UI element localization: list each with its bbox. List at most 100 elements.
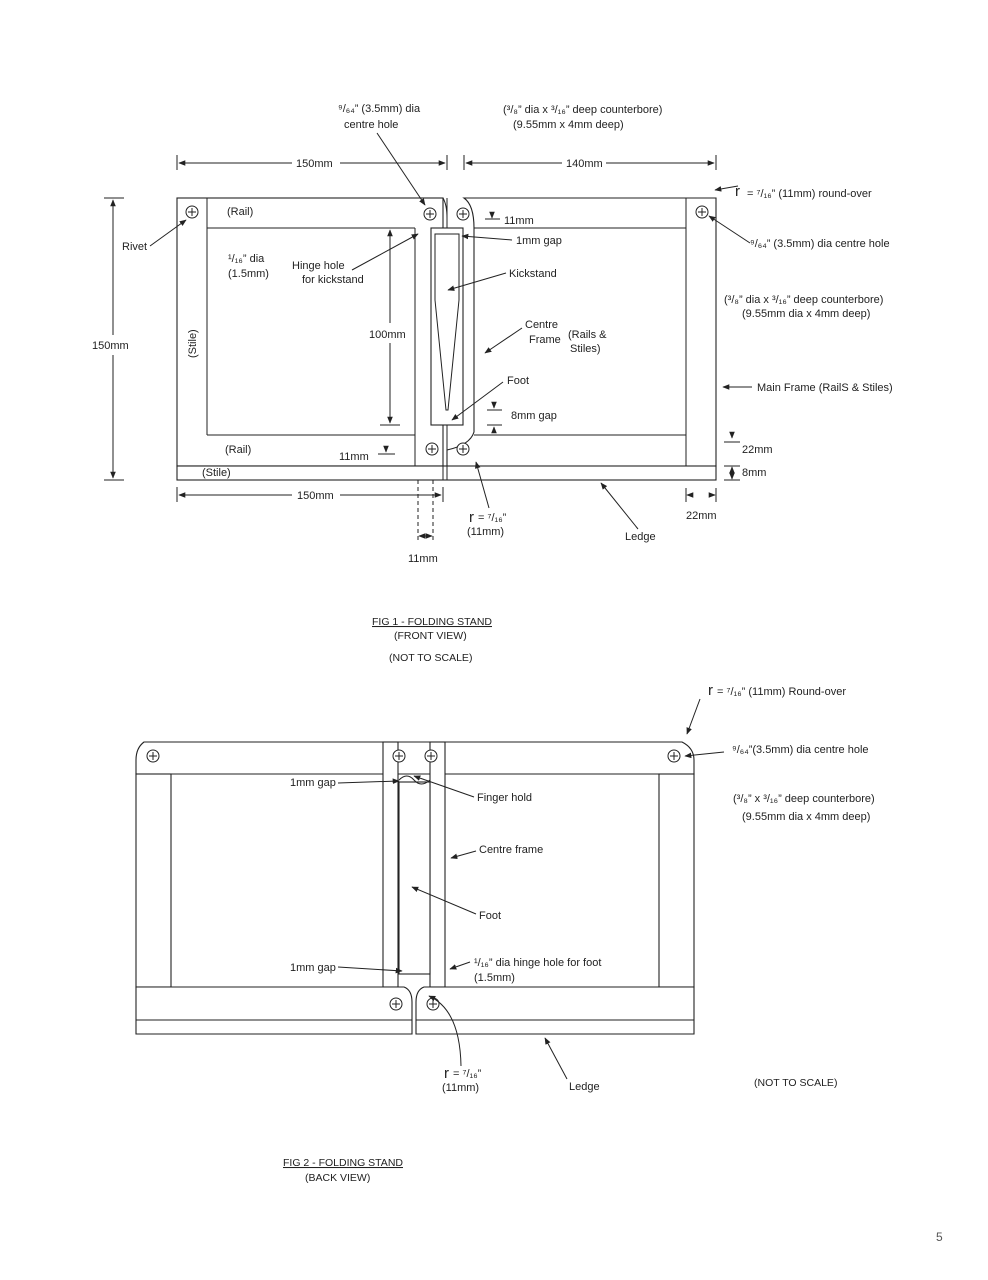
fig1-leader-rivet: [149, 219, 187, 247]
fig2-rivet-centre-a-icon: [392, 749, 406, 763]
fig2-leader-centre-frame: [450, 850, 477, 859]
fig2-bottom-rail-right: [415, 986, 695, 1035]
fig2-label-hinge-foot-1: ¹/₁₆” dia hinge hole for foot: [474, 957, 601, 969]
fig2-leader-centre-hole: [684, 751, 725, 759]
fig1-label-rail-top: (Rail): [227, 206, 253, 218]
fig2-label-counterbore-2: (9.55mm dia x 4mm deep): [742, 811, 870, 823]
fig1-label-rivet: Rivet: [122, 241, 147, 253]
fig2-roundover-text: = ⁷/₁₆” (11mm) Round-over: [717, 686, 846, 698]
fig1-leader-hinge-hole: [351, 233, 419, 271]
fig1-dim-100: 100mm: [369, 329, 406, 341]
fig1-label-centre-frame-1: Centre: [525, 319, 558, 331]
fig1-rivet-top-centre-icon: [423, 207, 437, 221]
fig2-r-mm: (11mm): [442, 1082, 479, 1094]
fig2-label-foot: Foot: [479, 910, 501, 922]
fig2-left-stile: [135, 773, 172, 988]
fig1-rivet-top-right-icon: [695, 205, 709, 219]
fig1-dim-150-bottom: 150mm: [297, 490, 334, 502]
fig2-label-hinge-foot-2: (1.5mm): [474, 972, 515, 984]
fig1-dim-150-left: 150mm: [92, 340, 129, 352]
fig2-leader-gap-bottom: [337, 966, 403, 974]
fig1-kickstand-slot: [430, 227, 464, 426]
fig1-roundover-r: r: [735, 183, 740, 200]
fig1-label-centre-hole-right: ⁹/₆₄” (3.5mm) dia centre hole: [750, 238, 890, 250]
fig1-label-hinge-dia-1: ¹/₁₆” dia: [228, 253, 265, 265]
fig1-label-rail-bottom: (Rail): [225, 444, 251, 456]
fig1-left-section: [176, 197, 444, 467]
fig1-label-centre-frame-2: Frame: [529, 334, 561, 346]
fig1-label-8mm-gap: 8mm gap: [511, 410, 557, 422]
fig1-label-ledge: Ledge: [625, 531, 656, 543]
fig1-r-bottom-r: r: [469, 509, 474, 526]
fig1-rivet-bottom-b-icon: [456, 442, 470, 456]
fig2-centre-frame-left: [382, 741, 399, 988]
fig2-rivet-right-icon: [667, 749, 681, 763]
fig1-r-bottom-text: = ⁷/₁₆”: [478, 512, 507, 524]
fig1-leader-centre-hole: [376, 132, 426, 206]
fig2-rivet-centre-b-icon: [424, 749, 438, 763]
fig1-roundover-top: [442, 197, 448, 219]
fig2-label-counterbore-1: (³/₈” x ³/₁₆” deep counterbore): [733, 793, 875, 805]
fig2-rivet-bottom-a-icon: [389, 997, 403, 1011]
fig1-dim-11-lower: 11mm: [408, 553, 438, 565]
fig2-label-gap-bottom: 1mm gap: [290, 962, 336, 974]
fig1-kickstand: [434, 233, 460, 411]
fig1-leader-kickstand: [447, 272, 507, 291]
fig1-label-main-frame: Main Frame (RailS & Stiles): [757, 382, 893, 394]
fig1-rivet-top-left-icon: [185, 205, 199, 219]
fig2-label-gap-top: 1mm gap: [290, 777, 336, 789]
fig1-rivet-top-right-centre-icon: [456, 207, 470, 221]
fig1-label-1mm-gap: 1mm gap: [516, 235, 562, 247]
fig1-leader-foot: [451, 381, 504, 421]
fig2-roundover-r: r: [708, 682, 713, 699]
fig1-rivet-bottom-a-icon: [425, 442, 439, 456]
fig2-leader-hinge-foot: [449, 961, 471, 970]
fig1-leader-roundover: [714, 185, 739, 192]
fig2-leader-gap-top: [337, 778, 400, 785]
fig2-label-centre-frame: Centre frame: [479, 844, 543, 856]
fig1-label-foot: Foot: [507, 375, 529, 387]
fig2-r-text: = ⁷/₁₆”: [453, 1068, 482, 1080]
fig1-label-counterbore-right-1: (³/₈” dia x ³/₁₆” deep counterbore): [724, 294, 883, 306]
fig1-roundover-text: = ⁷/₁₆” (11mm) round-over: [747, 188, 872, 200]
fig1-leader-ledge: [600, 482, 639, 530]
fig1-label-counterbore-right-2: (9.55mm dia x 4mm deep): [742, 308, 870, 320]
fig1-dim-8: 8mm: [742, 467, 766, 479]
fig1-caption: FIG 1 - FOLDING STAND: [372, 616, 492, 628]
fig2-leader-ledge: [544, 1037, 568, 1080]
fig2-r-r: r: [444, 1065, 449, 1082]
fig2-label-centre-hole: ⁹/₆₄”(3.5mm) dia centre hole: [732, 744, 869, 756]
fig1-dim-22-v: 22mm: [742, 444, 773, 456]
fig2-leader-finger-hold: [413, 775, 475, 798]
fig1-label-hinge-hole-2: for kickstand: [302, 274, 364, 286]
fig1-leader-1mm-gap: [461, 233, 513, 241]
fig1-dim-22-h: 22mm: [686, 510, 717, 522]
page-number: 5: [936, 1230, 943, 1244]
fig1-label-rails-stiles-1: (Rails &: [568, 329, 607, 341]
fig1-dim-140-top: 140mm: [566, 158, 603, 170]
fig1-dim-11-bottom: 11mm: [339, 451, 369, 463]
fig1-leader-r-bottom: [475, 461, 490, 509]
fig1-label-rails-stiles-2: Stiles): [570, 343, 601, 355]
fig1-label-counterbore-top-2: (9.55mm x 4mm deep): [513, 119, 624, 131]
fig1-scale-note: (NOT TO SCALE): [389, 652, 472, 664]
fig1-label-counterbore-top-1: (³/₈” dia x ³/₁₆” deep counterbore): [503, 104, 662, 116]
fig1-front-view: ⁹/₆₄” (3.5mm) dia centre hole (³/₈” dia …: [92, 103, 893, 664]
fig1-view: (FRONT VIEW): [394, 630, 467, 642]
fig2-rivet-left-icon: [146, 749, 160, 763]
fig1-dim-150-top: 150mm: [296, 158, 333, 170]
fig1-label-stile-bottom: (Stile): [202, 467, 231, 479]
fig1-label-centre-hole-top-2: centre hole: [344, 119, 398, 131]
fig2-view: (BACK VIEW): [305, 1172, 370, 1184]
fig1-dim-11-top: 11mm: [504, 215, 534, 227]
fig2-label-finger-hold: Finger hold: [477, 792, 532, 804]
fig1-label-kickstand: Kickstand: [509, 268, 557, 280]
fig1-label-centre-hole-top-1: ⁹/₆₄” (3.5mm) dia: [338, 103, 421, 115]
fig2-centre-frame-right: [429, 741, 446, 988]
fig1-leader-centre-hole-right: [708, 215, 751, 244]
fig1-label-hinge-dia-2: (1.5mm): [228, 268, 269, 280]
fig2-label-ledge: Ledge: [569, 1081, 600, 1093]
fig2-back-view: r = ⁷/₁₆” (11mm) Round-over ⁹/₆₄”(3.5mm)…: [135, 682, 875, 1184]
fig2-foot: [398, 781, 431, 975]
